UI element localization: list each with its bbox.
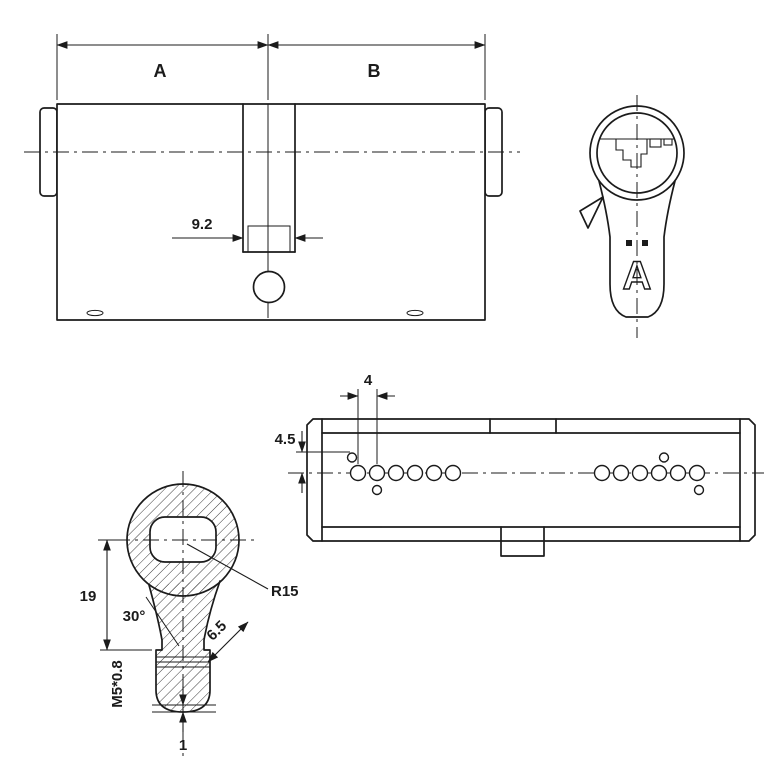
dim-radius-label: R15 [271, 583, 299, 600]
brand-logo: A [622, 240, 652, 299]
dim-taper-angle-label: 30° [123, 608, 146, 625]
pin-hole [349, 464, 367, 482]
top-view: 4 4.5 [275, 372, 764, 557]
side-view-geometry [24, 103, 520, 321]
dim-tip-height-label: 1 [179, 737, 187, 754]
cam-inner-step [247, 225, 291, 252]
pin-hole [425, 464, 443, 482]
dim-pin-spacing-label: 4 [364, 372, 373, 389]
logo-umlaut-dot-icon [642, 240, 648, 246]
small-pin-hole [693, 484, 705, 496]
pin-hole [368, 464, 386, 482]
pin-hole [650, 464, 668, 482]
keyway-notch [663, 138, 673, 146]
dim-body-height-label: 19 [80, 588, 97, 605]
pin-hole [387, 464, 405, 482]
foot-section-hatch [149, 581, 220, 712]
top-view-geometry [288, 418, 764, 557]
angle-reference-line [145, 596, 180, 647]
pin-hole [631, 464, 649, 482]
pin-hole [593, 464, 611, 482]
small-pin-hole [658, 452, 670, 463]
side-tab [579, 196, 604, 229]
pin-hole [406, 464, 424, 482]
dim-a-b: A B [56, 34, 486, 100]
keyway-profile [615, 139, 648, 168]
dim-a-label: A [154, 61, 167, 81]
dim-thread-spec-label: M5*0.8 [109, 660, 126, 708]
dim-cam-width-label: 9.2 [192, 216, 213, 233]
bottom-detail-right [406, 309, 424, 317]
small-pin-hole [346, 452, 358, 463]
dim-4-5: 4.5 [275, 431, 350, 493]
profile-body-outline [598, 180, 676, 318]
dim-9-2: 9.2 [172, 216, 323, 242]
dim-r15: R15 [186, 543, 299, 600]
dim-b-label: B [368, 61, 381, 81]
pin-holes [346, 452, 706, 496]
small-pin-hole [371, 484, 383, 496]
radius-leader-line [186, 543, 269, 590]
dim-19: 19 [80, 539, 152, 651]
pin-hole [612, 464, 630, 482]
cylinder-top-body [306, 418, 756, 542]
pin-hole [669, 464, 687, 482]
side-view: A B 9.2 [24, 34, 520, 321]
section-view: 19 30° R15 6.5 M5*0.8 1 [80, 471, 299, 758]
bottom-detail-left [86, 309, 104, 317]
cam-screw-hole [252, 270, 286, 304]
dim-pin-offset-label: 4.5 [275, 431, 296, 448]
section-geometry [114, 471, 254, 758]
pin-hole [688, 464, 706, 482]
dim-1: 1 [152, 686, 216, 754]
logo-letter: A [623, 254, 652, 298]
cam-tab [500, 526, 545, 557]
dim-30deg: 30° [123, 596, 180, 647]
face-view-geometry [579, 95, 685, 338]
logo-umlaut-dot-icon [626, 240, 632, 246]
pin-hole [444, 464, 462, 482]
keyway-notch [649, 138, 662, 148]
dim-thread: M5*0.8 [109, 660, 126, 708]
dim-line [207, 621, 249, 663]
face-view: A [579, 95, 685, 338]
dim-4: 4 [340, 372, 395, 464]
